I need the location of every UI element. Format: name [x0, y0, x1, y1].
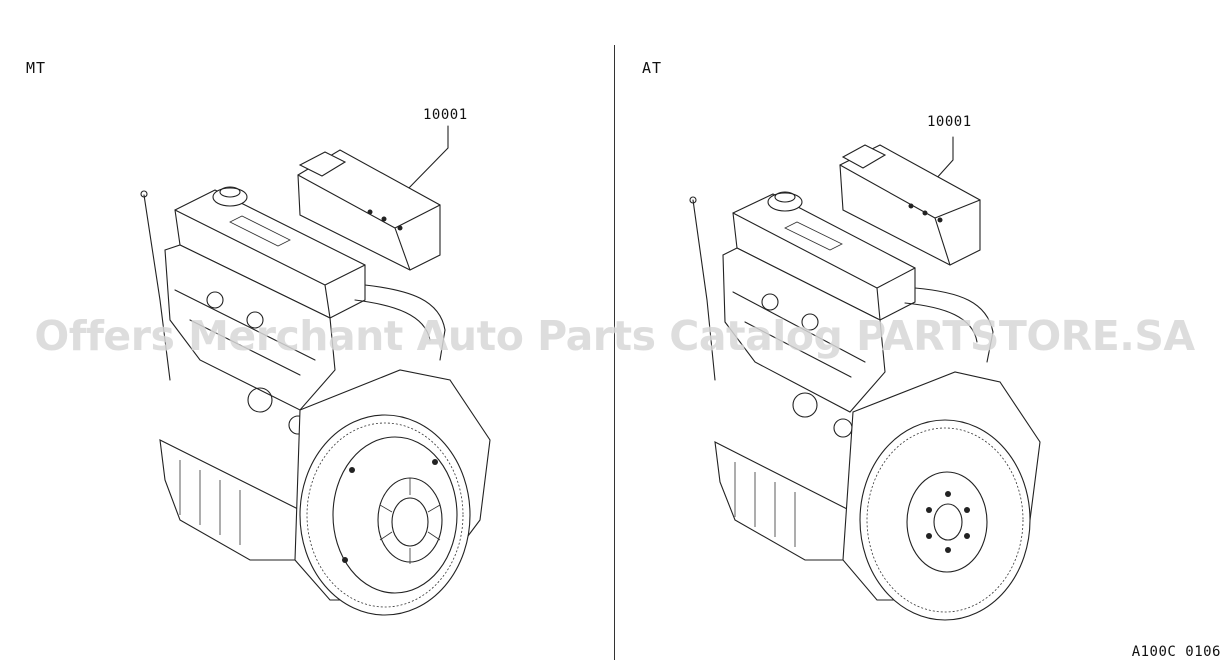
at-leader-line	[934, 136, 954, 181]
diagram-code: A100C 0106	[1131, 644, 1221, 660]
at-oil-pan	[714, 441, 854, 561]
mt-label: MT	[26, 59, 47, 77]
watermark-text: Offers Merchant Auto Parts Catalog PARTS…	[34, 312, 1195, 360]
panel-divider	[614, 45, 615, 660]
mt-engine-illustration	[0, 0, 614, 672]
mt-intake-pipe	[364, 284, 446, 361]
at-intake-pipe	[914, 287, 994, 363]
mt-flywheel	[299, 414, 471, 616]
mt-clutch-cover	[332, 436, 458, 594]
mt-dipstick	[143, 194, 171, 381]
at-engine-illustration	[615, 0, 1229, 672]
at-part-number[interactable]: 10001	[927, 114, 972, 130]
mt-leader-line	[404, 125, 449, 193]
at-drive-plate-hub	[933, 503, 963, 541]
mt-part-number[interactable]: 10001	[423, 107, 468, 123]
at-dipstick	[692, 199, 716, 381]
mt-oil-pan	[159, 439, 301, 561]
at-label: AT	[642, 59, 663, 77]
at-drive-plate	[859, 419, 1031, 621]
